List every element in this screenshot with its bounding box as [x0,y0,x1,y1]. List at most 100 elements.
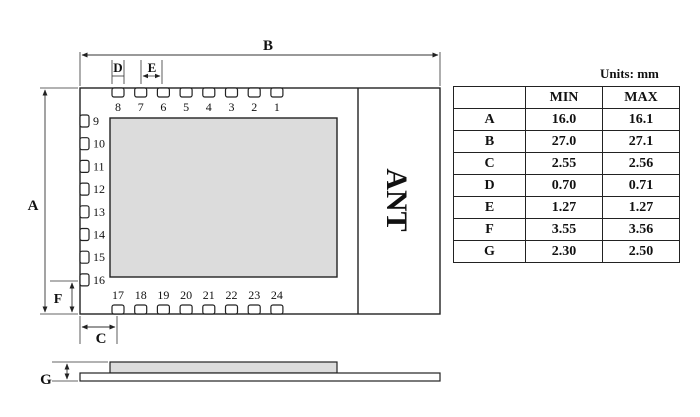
pin-number-11: 11 [93,159,105,173]
pin-number-12: 12 [93,182,105,196]
max-value: 16.1 [602,108,680,131]
pin-pad-1 [270,87,284,98]
pin-number-14: 14 [93,228,105,242]
pin-number-13: 13 [93,205,105,219]
table-row: B 27.0 27.1 [453,130,680,153]
pin-number-8: 8 [115,100,121,114]
dimension-letter-a: A [28,198,39,214]
pin-number-10: 10 [93,137,105,151]
row-label: A [453,108,526,131]
pin-number-9: 9 [93,114,99,128]
min-value: 27.0 [525,130,603,153]
dimension-letter-e: E [148,60,157,75]
pin-number-22: 22 [226,288,238,302]
table-row: C 2.55 2.56 [453,152,680,175]
min-value: 2.55 [525,152,603,175]
top-pin-group: 8 7 6 5 4 3 2 1 [111,87,284,114]
pin-pad-24 [270,304,284,315]
side-view-shield [109,361,338,374]
dimension-letter-f: F [54,292,63,307]
pin-pad-19 [156,304,170,315]
header-cell-blank [453,86,526,109]
header-cell-max: MAX [602,86,680,109]
dimension-letter-d: D [113,60,122,75]
pin-pad-3 [224,87,239,98]
pin-pad-20 [179,304,193,315]
left-pin-group: 9 10 11 12 13 14 15 16 [79,114,105,287]
bottom-pin-group: 17 18 19 20 21 22 23 24 [111,288,284,315]
pin-pad-11 [79,159,90,173]
table-row: D 0.70 0.71 [453,174,680,197]
table-row: F 3.55 3.56 [453,218,680,241]
pin-pad-14 [79,227,90,242]
dimension-letter-c: C [96,331,107,347]
pin-number-3: 3 [229,100,235,114]
row-label: G [453,240,526,263]
dimension-c: C [79,316,118,347]
table-row: E 1.27 1.27 [453,196,680,219]
min-value: 2.30 [525,240,603,263]
max-value: 0.71 [602,174,680,197]
table-header-row: MIN MAX [453,86,680,109]
pin-pad-5 [179,87,193,98]
shield-can [109,117,338,278]
max-value: 2.50 [602,240,680,263]
pin-number-5: 5 [183,100,189,114]
side-view: G [40,361,441,388]
pin-pad-23 [247,304,261,315]
min-value: 1.27 [525,196,603,219]
pin-number-20: 20 [180,288,192,302]
row-label: D [453,174,526,197]
table-row: G 2.30 2.50 [453,240,680,263]
pin-pad-10 [79,137,90,151]
row-label: E [453,196,526,219]
pin-number-24: 24 [271,288,283,302]
pin-pad-8 [111,87,125,98]
dimension-d: D [111,60,125,84]
min-value: 0.70 [525,174,603,197]
antenna-label: ANT [380,168,413,231]
pin-pad-4 [202,87,216,98]
pin-pad-6 [156,87,170,98]
pin-pad-2 [247,87,261,98]
dimension-letter-b: B [263,38,273,54]
pin-number-4: 4 [206,100,212,114]
table-row: A 16.0 16.1 [453,108,680,131]
dimension-a: A [28,87,78,315]
pin-pad-15 [79,250,90,264]
side-view-pcb [79,372,441,382]
header-cell-min: MIN [525,86,603,109]
pin-number-21: 21 [203,288,215,302]
pin-number-1: 1 [274,100,280,114]
max-value: 2.56 [602,152,680,175]
dimension-b: B [79,38,441,86]
pin-number-19: 19 [157,288,169,302]
row-label: C [453,152,526,175]
pin-number-2: 2 [251,100,257,114]
max-value: 1.27 [602,196,680,219]
pin-number-7: 7 [138,100,144,114]
pin-number-6: 6 [160,100,166,114]
pin-number-16: 16 [93,273,105,287]
pin-pad-12 [79,182,90,196]
pin-pad-18 [134,304,148,315]
pin-pad-21 [202,304,216,315]
max-value: 3.56 [602,218,680,241]
pin-pad-17 [111,304,125,315]
max-value: 27.1 [602,130,680,153]
min-value: 3.55 [525,218,603,241]
pin-pad-22 [224,304,239,315]
pin-number-17: 17 [112,288,124,302]
pin-number-23: 23 [248,288,260,302]
pin-number-15: 15 [93,250,105,264]
pin-pad-9 [79,114,90,128]
pin-pad-13 [79,205,90,219]
dimension-e: E [140,60,163,84]
pin-pad-7 [134,87,148,98]
row-label: F [453,218,526,241]
pin-number-18: 18 [135,288,147,302]
row-label: B [453,130,526,153]
pin-pad-16 [79,273,90,287]
dimension-letter-g: G [40,372,52,388]
min-value: 16.0 [525,108,603,131]
